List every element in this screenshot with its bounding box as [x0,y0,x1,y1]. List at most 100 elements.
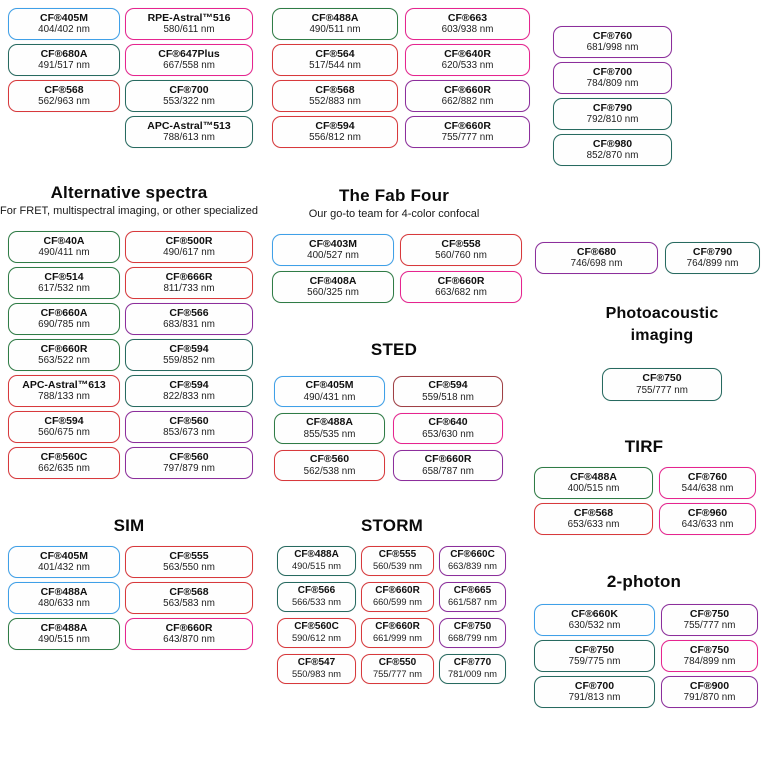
dye-ex-em: 517/544 nm [309,60,361,72]
dye-name: CF®660R [444,83,491,96]
dye-name: CF®680A [40,47,88,60]
dye-ex-em: 853/673 nm [163,427,215,439]
dye-ex-em: 490/411 nm [38,247,90,259]
dye-name: CF®403M [309,237,357,250]
dye-name: CF®640 [428,416,468,429]
dye-name: CF®566 [297,585,336,597]
dye-name: CF®488A [306,416,353,429]
dye-name: CF®750 [642,372,682,385]
dye-ex-em: 759/775 nm [568,656,621,668]
dye-ex-em: 781/009 nm [447,669,498,680]
section-title: 2-photon [606,572,682,591]
dye-ex-em: 852/870 nm [586,150,639,162]
dye-ex-em: 590/612 nm [291,633,342,644]
dye-name: CF®760 [592,29,633,42]
dye-name: CF®660R [165,621,213,634]
section-alternative-spectra: Alternative spectra For FRET, multispect… [0,183,258,479]
dye-name: CF®568 [315,83,355,96]
dye-ex-em: 653/630 nm [422,428,474,440]
section-title: TIRF [624,437,664,456]
dye-name: CF®547 [297,657,336,669]
dye-ex-em: 562/963 nm [38,96,90,108]
dye-ex-em: 490/515 nm [38,634,90,646]
section-title: STORM [360,516,424,535]
dye-ex-em: 491/517 nm [38,60,90,72]
dye-ex-em: 663/682 nm [435,287,487,299]
dye-name: CF®566 [169,306,209,319]
dye-ex-em: 480/633 nm [38,598,90,610]
dye-name: CF®660A [40,306,88,319]
dye-name: CF®680 [576,245,617,258]
dye-ex-em: 560/675 nm [38,427,90,439]
dye-name: CF®960 [687,506,728,519]
dye-name: CF®568 [169,585,209,598]
dye-ex-em: 667/558 nm [163,60,215,72]
dye-ex-em: 643/633 nm [681,519,734,531]
dye-ex-em: 788/613 nm [163,132,215,144]
dye-name: CF®660C [450,549,495,561]
dye-ex-em: 797/879 nm [163,463,215,475]
dye-name: CF®900 [689,679,730,692]
dye-ex-em: 661/587 nm [447,597,498,608]
dye-ex-em: 658/787 nm [422,465,474,477]
dye-ex-em: 690/785 nm [38,319,90,331]
section-fab-four: The Fab Four Our go-to team for 4-color … [266,186,522,303]
dye-name: CF®594 [169,378,209,391]
dye-name: CF®750 [689,607,730,620]
dye-name: CF®700 [169,83,209,96]
section-title: The Fab Four [338,186,450,205]
dye-ex-em: 822/833 nm [163,391,215,403]
dye-ex-em: 755/777 nm [441,132,494,144]
dye-ex-em: 404/402 nm [38,24,90,36]
dye-name: CF®700 [592,65,633,78]
dye-name: CF®790 [692,245,733,258]
dye-name: CF®665 [453,585,492,597]
section-title: STED [370,340,418,359]
dye-ex-em: 559/852 nm [163,355,215,367]
dye-name: CF®594 [169,342,209,355]
dye-name: CF®555 [378,549,417,561]
dye-name: CF®660R [444,119,491,132]
dye-name: CF®558 [441,237,481,250]
dye-name: CF®790 [592,101,633,114]
dye-name: CF®980 [592,137,633,150]
dye-ex-em: 563/583 nm [163,598,215,610]
dye-ex-em: 490/617 nm [163,247,215,259]
